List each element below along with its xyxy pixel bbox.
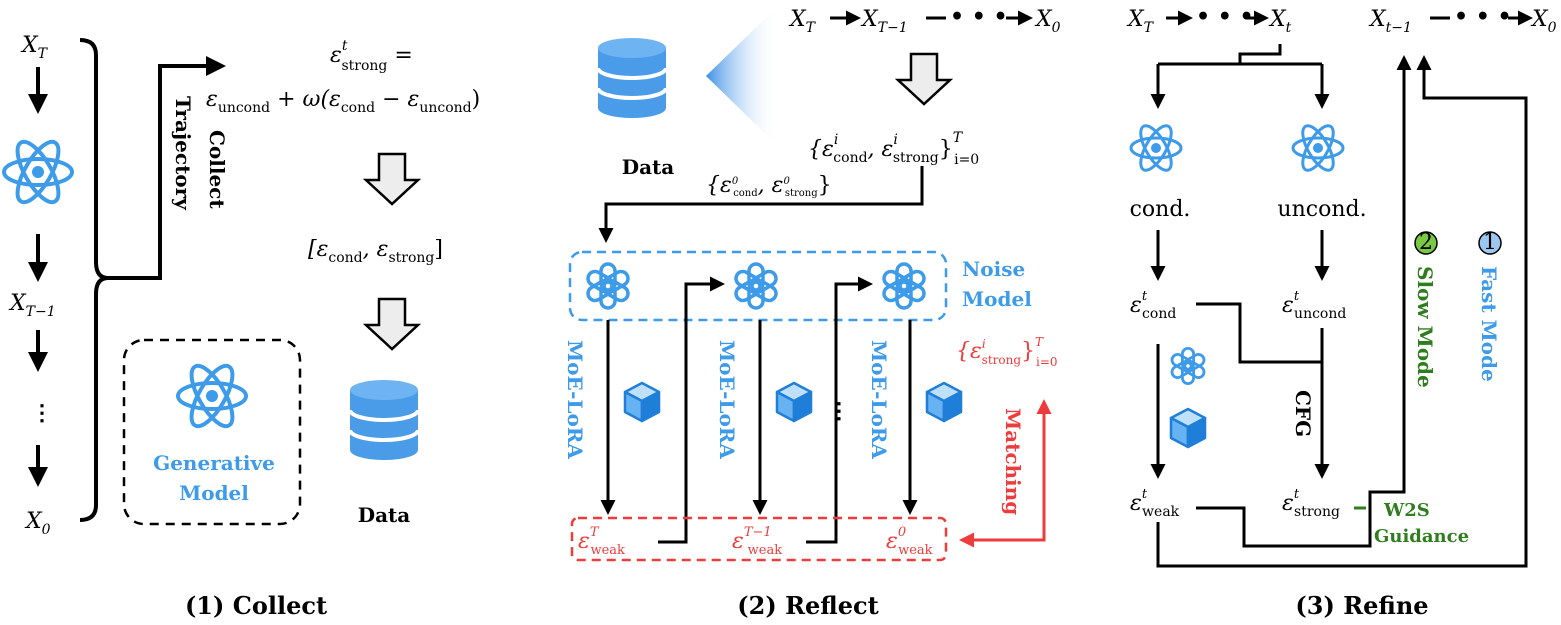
refine-chain-dots-right: • • • <box>1454 4 1512 30</box>
cfg-label: CFG <box>1291 390 1315 437</box>
caption-refine: (3) Refine <box>1295 591 1428 620</box>
slow-mode-label: Slow Mode <box>1413 266 1437 388</box>
badge-fast-number: 1 <box>1483 230 1497 255</box>
uncond-atom-icon <box>1291 119 1345 177</box>
moe-lora-label-1: MoE-LoRA <box>563 340 587 459</box>
badge-slow-number: 2 <box>1419 230 1433 255</box>
atom-icon <box>2 134 74 210</box>
reflect-data-label: Data <box>622 155 675 179</box>
slow-mode-badge <box>1414 231 1438 255</box>
refine-chain-x-t-minus-1: Xt−1 <box>1368 7 1412 36</box>
reflect-chain-x-t: XT <box>788 7 817 36</box>
generative-model-line2: Model <box>179 481 249 505</box>
cube-icon-3 <box>925 381 963 423</box>
matching-label: Matching <box>1001 408 1025 515</box>
openai-knot-icon-3 <box>879 262 929 310</box>
chain-x-t-minus-1: XT−1 <box>8 291 56 320</box>
caption-collect: (1) Collect <box>185 591 327 620</box>
refine-cube-icon <box>1169 407 1207 449</box>
reflect-chain-x-t-minus-1: XT−1 <box>860 7 908 36</box>
refine-openai-knot-icon <box>1168 346 1208 385</box>
refine-chain-dots-left: • • • <box>1196 4 1254 30</box>
trajectory-label: Trajectory <box>171 96 195 211</box>
w2s-line1: W2S <box>1383 500 1430 521</box>
collect-label: Collect <box>205 130 229 209</box>
noise-model-line1: Noise <box>962 257 1025 281</box>
chain-dots: ⋮ <box>31 400 53 426</box>
caption-reflect: (2) Reflect <box>737 591 878 620</box>
cond-atom-icon <box>1129 119 1183 177</box>
pair-cond-strong: [εcond, εstrong] <box>308 237 443 266</box>
moe-lora-label-2: MoE-LoRA <box>715 340 739 459</box>
noise-model-line2: Model <box>962 287 1032 311</box>
w2s-line2: Guidance <box>1374 526 1469 547</box>
refine-chain-x-0: X0 <box>1530 7 1557 36</box>
generative-atom-icon <box>176 358 248 434</box>
panel-refine: XT • • • Xt Xt−1 • • • X0 cond. uncond. … <box>1126 4 1557 620</box>
refine-chain-x-t: Xt <box>1268 7 1292 36</box>
chain-x-0: X0 <box>24 509 51 538</box>
generative-model-line1: Generative <box>153 451 275 475</box>
formula-line2: εuncond + ω(εcond − εuncond) <box>206 87 480 116</box>
collect-data-label: Data <box>358 503 411 527</box>
chain-x-t: XT <box>20 33 49 62</box>
cube-icon-2 <box>775 381 813 423</box>
uncond-label: uncond. <box>1277 197 1366 222</box>
reflect-vertical-dots: ⋮ <box>828 398 850 424</box>
cond-label: cond. <box>1130 197 1191 222</box>
database-icon <box>348 378 420 462</box>
fast-mode-label: Fast Mode <box>1477 266 1501 382</box>
reflect-chain-dots: • • • <box>950 4 1008 30</box>
openai-knot-icon <box>583 262 633 310</box>
fast-mode-badge <box>1478 231 1502 255</box>
reflect-chain-x-0: X0 <box>1034 7 1061 36</box>
openai-knot-icon-2 <box>731 262 781 310</box>
refine-chain-x-t-start: XT <box>1126 7 1155 36</box>
reflect-database-icon <box>596 36 668 120</box>
cube-icon <box>623 381 661 423</box>
moe-lora-label-3: MoE-LoRA <box>867 340 891 459</box>
